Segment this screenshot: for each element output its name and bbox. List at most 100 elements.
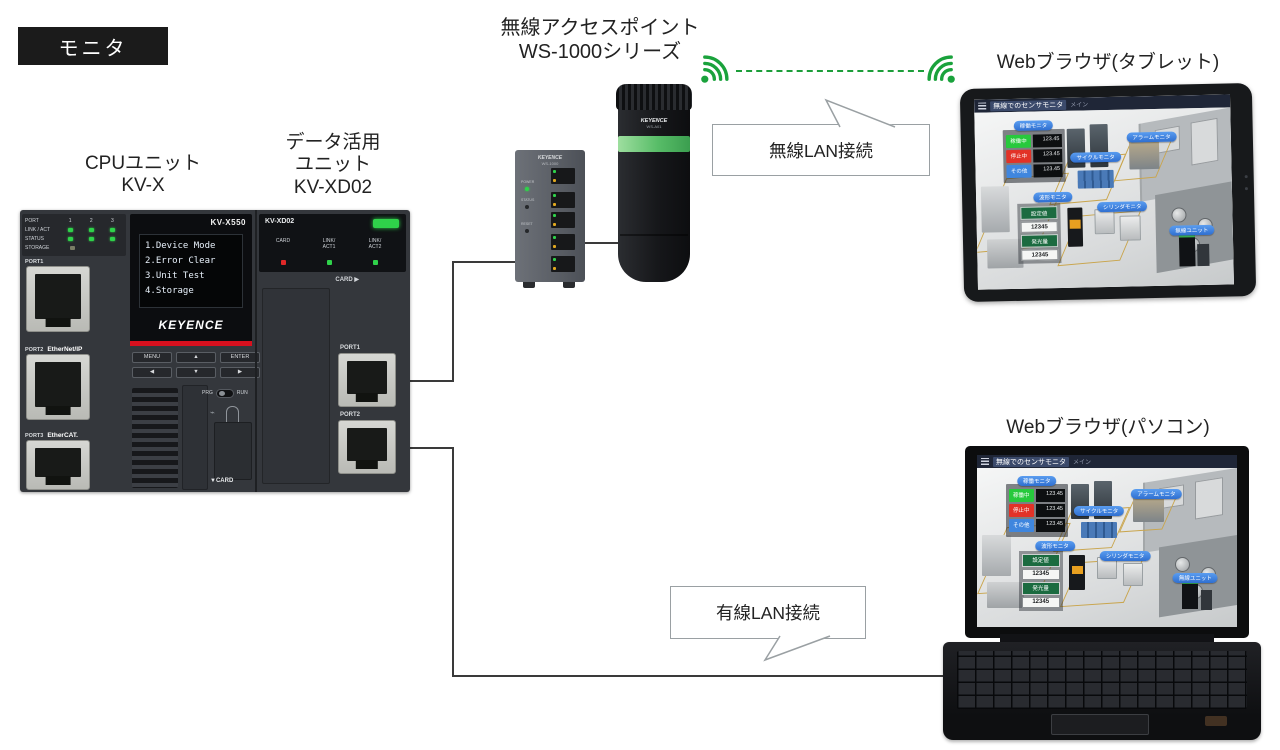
screen-subtitle: メイン xyxy=(1070,102,1089,109)
status-chip: その他 xyxy=(1006,164,1032,178)
reset-button xyxy=(525,229,529,233)
port3-jack xyxy=(26,440,90,490)
readout-value: 12345 xyxy=(1021,568,1060,580)
laptop-screen-bezel: 無線でのセンサモニタ メイン xyxy=(965,446,1249,638)
access-point-label-line1: 無線アクセスポイント xyxy=(500,17,700,39)
factory-machine xyxy=(1122,563,1144,586)
hub-port xyxy=(551,212,575,228)
wireless-unit-tower xyxy=(1182,582,1198,610)
cpu-unit-label-line1: CPUユニット xyxy=(84,153,202,174)
ethercat-tag: EtherCAT. xyxy=(47,432,78,439)
xd02-port1-label: PORT1 xyxy=(340,345,361,351)
laptop-touchpad xyxy=(1051,714,1149,735)
run-label: RUN xyxy=(236,390,248,396)
green-led xyxy=(88,227,94,232)
screen-subtitle: メイン xyxy=(1073,460,1092,466)
ws1000-hub: KEYENCE WS-1000 POWER STATUS RESET xyxy=(515,150,585,288)
readout-label: 設定値 xyxy=(1020,206,1059,220)
lan-cable xyxy=(452,675,952,677)
menu-button: MENU xyxy=(132,352,172,363)
status-value: 123.45 xyxy=(1035,503,1065,517)
plc-kv-x550: PORT 1 2 3 LINK / ACT STATUS STORAGE xyxy=(20,210,410,492)
sensor-monitor-screen: 無線でのセンサモニタ メイン xyxy=(974,94,1234,290)
plc-led-panel: PORT 1 2 3 LINK / ACT STATUS STORAGE xyxy=(22,214,126,256)
status-row: 稼働中 123.45 xyxy=(1008,488,1065,502)
red-stripe xyxy=(130,341,252,346)
lan-cable xyxy=(410,447,454,449)
menu-line: 3.Unit Test xyxy=(145,271,205,281)
wireless-unit-tower xyxy=(1179,235,1196,267)
factory-machine xyxy=(987,582,1024,608)
factory-bins xyxy=(1081,522,1118,538)
status-row: 稼働中 123.45 xyxy=(1005,133,1062,148)
led-col: 1 xyxy=(68,217,72,224)
status-led xyxy=(525,205,529,209)
data-unit-label: データ活用 ユニット KV-XD02 xyxy=(253,132,413,199)
menu-line: 1.Device Mode xyxy=(145,241,216,251)
data-unit-label-line1: データ活用 xyxy=(285,132,381,153)
cpu-unit-label: CPUユニット KV-X xyxy=(58,153,228,198)
tablet-device: 無線でのセンサモニタ メイン xyxy=(959,82,1257,303)
tower-body: KEYENCE WS-A01 xyxy=(618,106,690,282)
green-led xyxy=(109,227,115,232)
factory-bins xyxy=(1077,170,1115,189)
tablet-label: Webブラウザ(タブレット) xyxy=(996,52,1220,73)
green-led xyxy=(67,227,73,232)
tower-antenna-cap xyxy=(616,84,692,110)
led-row-label: STORAGE xyxy=(25,244,50,251)
tablet-screen: 無線でのセンサモニタ メイン xyxy=(974,94,1234,290)
tower-green-band xyxy=(618,136,690,152)
factory-machine xyxy=(1094,208,1116,235)
wireless-link-dashed-line xyxy=(736,70,924,72)
card-cover xyxy=(214,422,252,480)
status-chip: 稼働中 xyxy=(1008,488,1034,502)
hub-port xyxy=(551,256,575,272)
xd02-unit: KV-XD02 CARD LINK/ ACT1 LINK/ ACT2 CARD … xyxy=(255,210,410,492)
monitor-tag: アラームモニタ xyxy=(1131,488,1182,499)
factory-scene: 稼働中 123.45 停止中 123.45 その他 123.45 設定値 123… xyxy=(977,468,1237,627)
up-button: ▲ xyxy=(176,352,216,363)
led-row: STORAGE xyxy=(25,243,123,252)
card-slot-label: CARD ▶ xyxy=(335,277,359,283)
xd02-card-cover xyxy=(262,288,330,484)
led-col: 2 xyxy=(89,217,93,224)
cpu-unit-label-line2: KV-X xyxy=(121,175,165,197)
plc-model: KV-X550 xyxy=(210,218,246,227)
laptop-keyboard-base xyxy=(943,642,1261,740)
status-row: その他 123.45 xyxy=(1008,518,1065,532)
pc-label: Webブラウザ(パソコン) xyxy=(1006,417,1210,438)
status-chip: その他 xyxy=(1008,518,1034,532)
lan-cable xyxy=(452,261,550,263)
usb-icon: ⌁ xyxy=(210,408,215,417)
vent-slats xyxy=(132,388,178,488)
monitor-tag: 無線ユニット xyxy=(1172,572,1218,583)
linkact2-led-label: LINK/ ACT2 xyxy=(368,238,382,250)
status-value: 123.45 xyxy=(1033,148,1062,163)
hub-foot xyxy=(563,282,575,288)
lan-cable xyxy=(556,242,648,244)
reset-label: RESET xyxy=(521,222,533,226)
tablet-camera xyxy=(1244,175,1248,179)
readout-label: 発光量 xyxy=(1021,581,1060,595)
xd02-top-panel: KV-XD02 CARD LINK/ ACT1 LINK/ ACT2 xyxy=(259,214,406,272)
prg-run-switch: PRG RUN xyxy=(202,386,254,400)
status-row: 停止中 123.45 xyxy=(1008,503,1065,517)
keyence-logo: KEYENCE xyxy=(158,318,224,332)
status-label: STATUS xyxy=(521,198,535,202)
access-point-label: 無線アクセスポイント WS-1000シリーズ xyxy=(468,17,732,64)
green-led xyxy=(88,236,94,241)
readout-value: 12345 xyxy=(1021,249,1059,261)
tower-model: WS-A01 xyxy=(646,124,662,129)
wifi-icon xyxy=(701,55,729,83)
status-value: 123.45 xyxy=(1035,488,1065,502)
factory-tank xyxy=(1175,557,1191,573)
prg-label: PRG xyxy=(202,390,213,396)
green-led xyxy=(109,236,115,241)
linkact2-led xyxy=(373,260,378,265)
right-button: ▶ xyxy=(220,367,260,378)
led-row-label: STATUS xyxy=(25,235,44,242)
led-header-row: PORT 1 2 3 xyxy=(25,216,123,225)
screen-title: 無線でのセンサモニタ xyxy=(990,99,1067,111)
card-led-label: CARD xyxy=(275,238,291,244)
